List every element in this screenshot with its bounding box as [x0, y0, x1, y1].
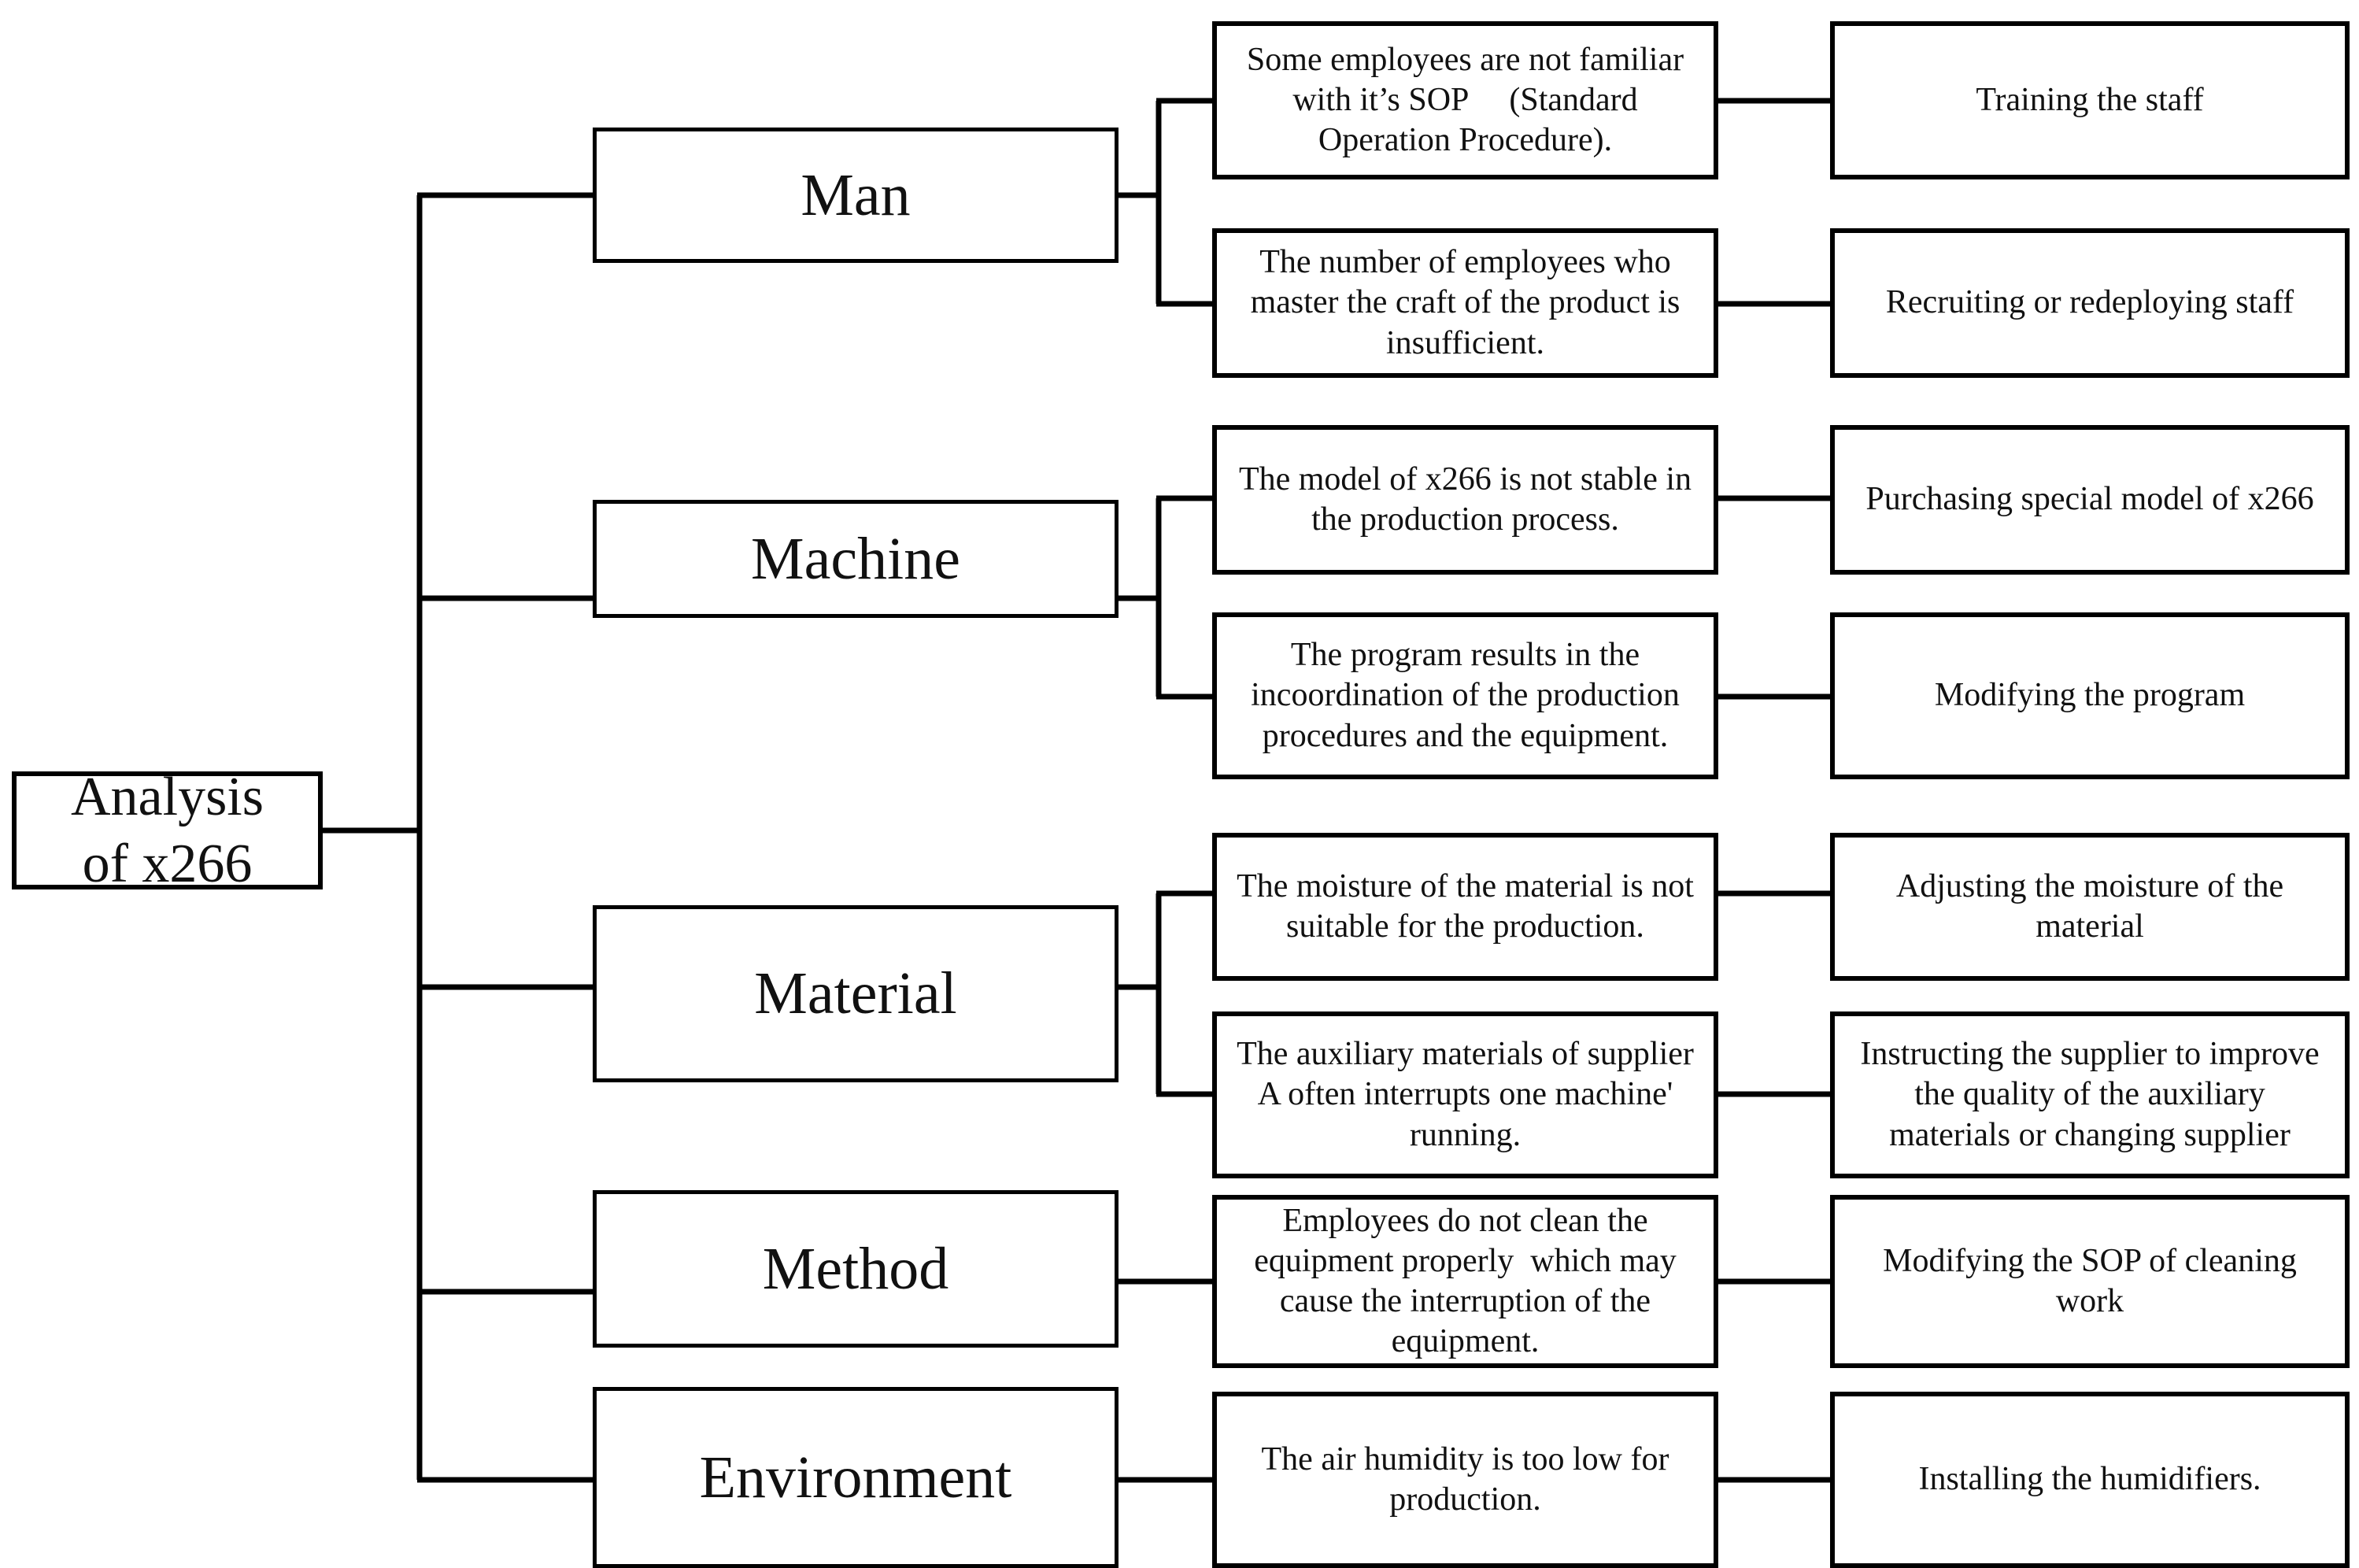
cause-text-machine-2: The program results in the incoordinatio…	[1251, 637, 1680, 754]
solution-text-environment-1: Installing the humidifiers.	[1918, 1461, 2261, 1498]
solution-text-method-1: Modifying the SOP of cleaning work	[1883, 1242, 2297, 1319]
solution-box-machine-1[interactable]: Purchasing special model of x266	[1830, 425, 2350, 575]
solution-text-man-1: Training the staff	[1976, 81, 2204, 118]
solution-box-method-1[interactable]: Modifying the SOP of cleaning work	[1830, 1195, 2350, 1368]
cause-box-machine-2[interactable]: The program results in the incoordinatio…	[1212, 612, 1718, 779]
solution-text-material-1: Adjusting the moisture of the material	[1895, 867, 2284, 945]
category-label-environment: Environment	[699, 1444, 1012, 1511]
cause-box-environment-1[interactable]: The air humidity is too low for producti…	[1212, 1392, 1718, 1568]
root-problem-label: Analysis of x266	[71, 766, 264, 894]
category-label-man: Man	[801, 161, 911, 228]
cause-box-material-2[interactable]: The auxiliary materials of supplier A of…	[1212, 1011, 1718, 1178]
cause-box-man-2[interactable]: The number of employees who master the c…	[1212, 228, 1718, 378]
solution-box-material-2[interactable]: Instructing the supplier to improve the …	[1830, 1011, 2350, 1178]
category-box-method[interactable]: Method	[593, 1190, 1118, 1348]
category-label-method: Method	[762, 1235, 949, 1302]
cause-box-method-1[interactable]: Employees do not clean the equipment pro…	[1212, 1195, 1718, 1368]
solution-text-machine-1: Purchasing special model of x266	[1865, 481, 2314, 518]
cause-text-man-1: Some employees are not familiar with it’…	[1246, 41, 1684, 159]
solution-box-environment-1[interactable]: Installing the humidifiers.	[1830, 1392, 2350, 1568]
cause-text-man-2: The number of employees who master the c…	[1250, 244, 1681, 361]
category-box-man[interactable]: Man	[593, 128, 1118, 263]
solution-text-machine-2: Modifying the program	[1934, 677, 2246, 714]
category-box-environment[interactable]: Environment	[593, 1387, 1118, 1568]
category-box-material[interactable]: Material	[593, 905, 1118, 1082]
cause-text-material-1: The moisture of the material is not suit…	[1237, 867, 1694, 945]
cause-box-machine-1[interactable]: The model of x266 is not stable in the p…	[1212, 425, 1718, 575]
cause-text-environment-1: The air humidity is too low for producti…	[1261, 1440, 1669, 1518]
solution-box-machine-2[interactable]: Modifying the program	[1830, 612, 2350, 779]
category-box-machine[interactable]: Machine	[593, 500, 1118, 618]
category-label-machine: Machine	[751, 525, 960, 592]
cause-text-method-1: Employees do not clean the equipment pro…	[1254, 1202, 1677, 1360]
solution-text-material-2: Instructing the supplier to improve the …	[1860, 1036, 2320, 1153]
solution-box-man-2[interactable]: Recruiting or redeploying staff	[1830, 228, 2350, 378]
solution-text-man-2: Recruiting or redeploying staff	[1885, 284, 2294, 321]
cause-box-material-1[interactable]: The moisture of the material is not suit…	[1212, 833, 1718, 981]
cause-text-machine-1: The model of x266 is not stable in the p…	[1238, 460, 1692, 538]
cause-text-material-2: The auxiliary materials of supplier A of…	[1237, 1036, 1694, 1153]
solution-box-man-1[interactable]: Training the staff	[1830, 21, 2350, 179]
cause-box-man-1[interactable]: Some employees are not familiar with it’…	[1212, 21, 1718, 179]
solution-box-material-1[interactable]: Adjusting the moisture of the material	[1830, 833, 2350, 981]
root-problem-box[interactable]: Analysis of x266	[12, 767, 323, 894]
category-label-material: Material	[754, 960, 957, 1027]
